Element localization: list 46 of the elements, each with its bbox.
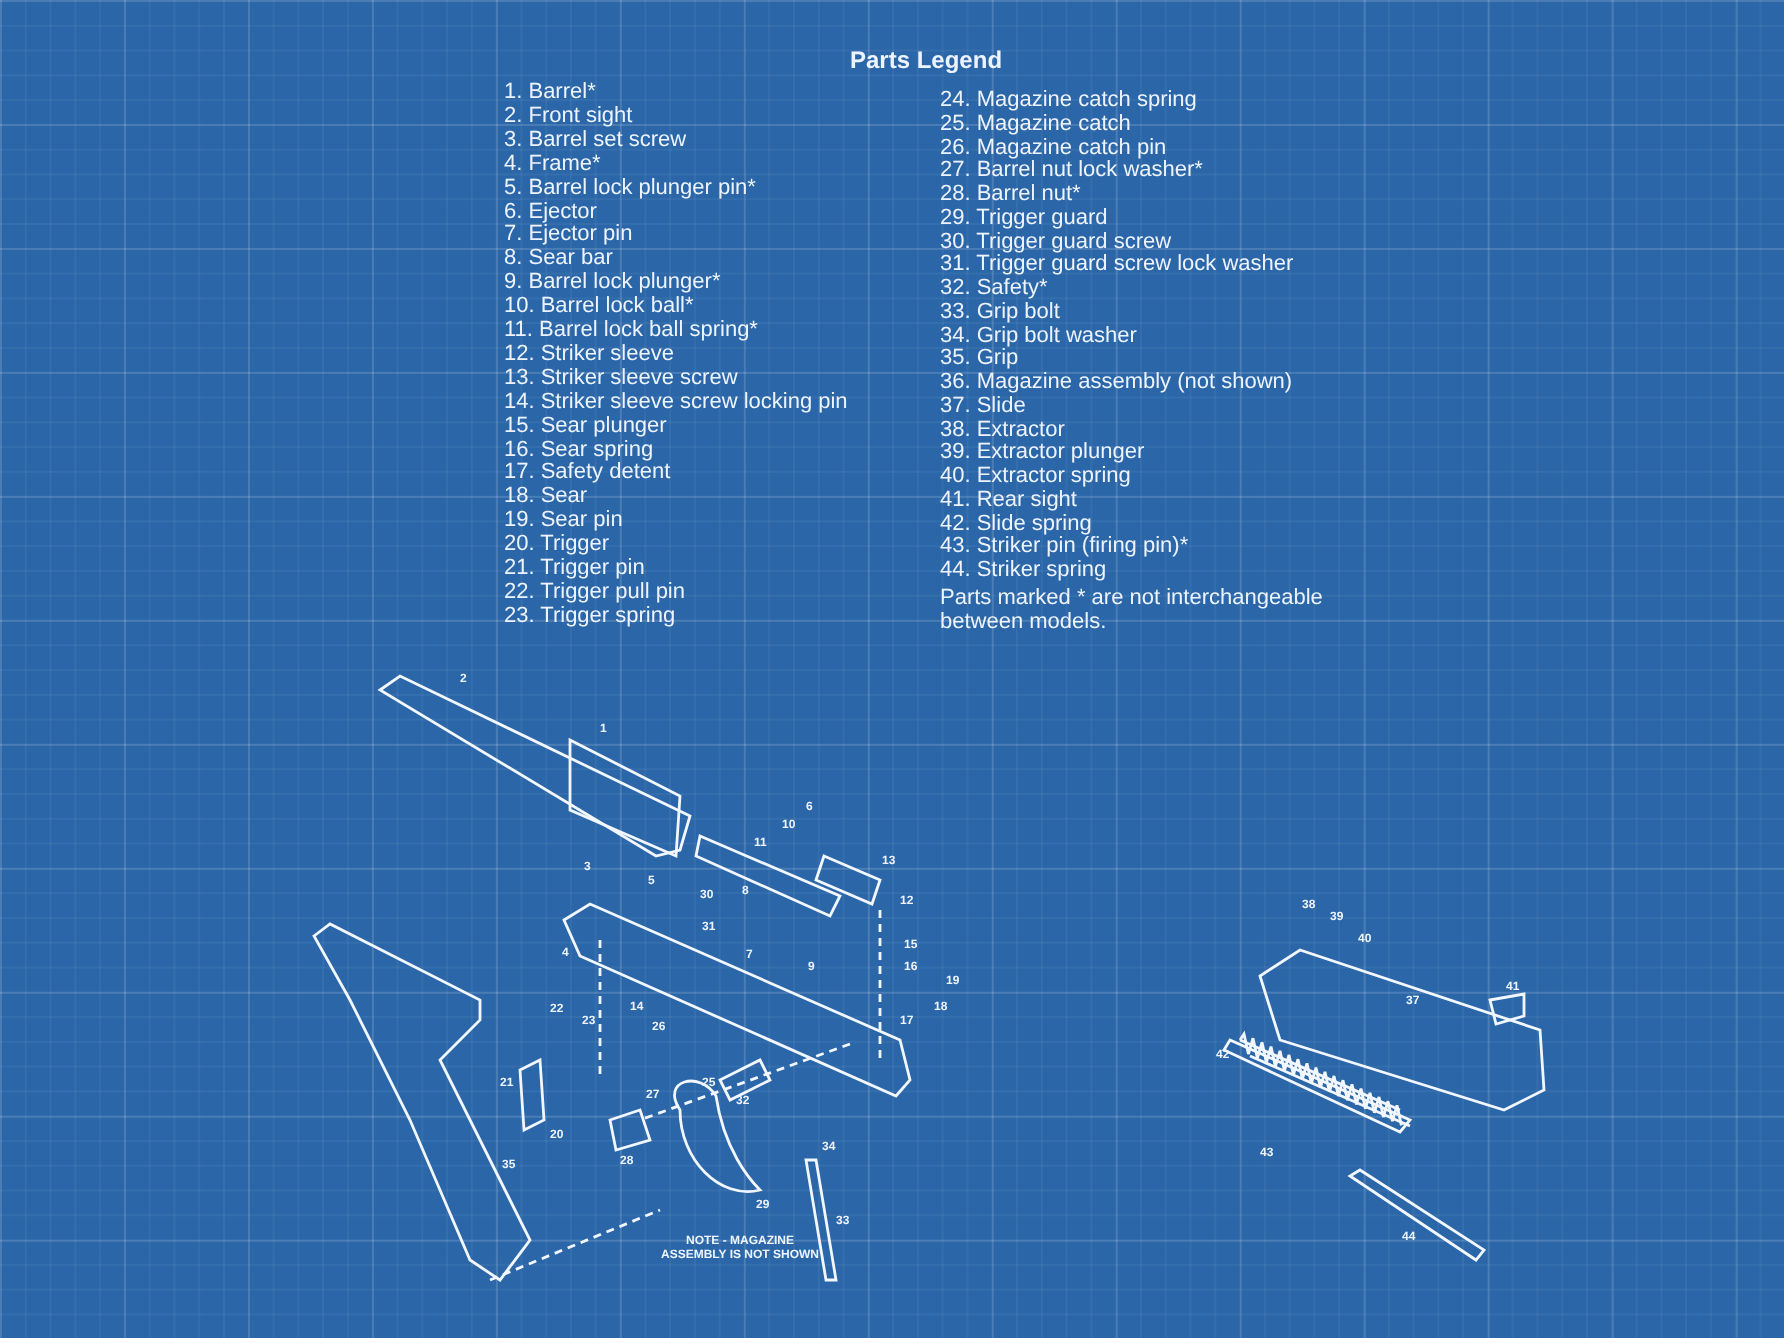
parts-list-entry: 18. Sear [504, 484, 588, 509]
parts-list-entry: 41. Rear sight [940, 487, 1077, 512]
parts-list-entry: 14. Striker sleeve screw locking pin [504, 389, 848, 414]
parts-list-entry: 19. Sear pin [504, 508, 623, 533]
parts-list-entry: 40. Extractor spring [940, 464, 1131, 488]
parts-list-entry: 7. Ejector pin [504, 222, 633, 247]
parts-list-entry: 3. Barrel set screw [504, 127, 687, 152]
parts-list-entry: 22. Trigger pull pin [504, 579, 685, 604]
parts-list-entry: 11. Barrel lock ball spring* [504, 318, 758, 342]
parts-list-entry: 25. Magazine catch [940, 111, 1131, 136]
parts-list-entry: 29. Trigger guard [940, 205, 1108, 230]
parts-list-entry: 30. Trigger guard screw [940, 229, 1172, 253]
parts-list-entry: 33. Grip bolt [940, 299, 1060, 324]
parts-list-entry: 39. Extractor plunger [940, 440, 1145, 465]
parts-list-entry: 5. Barrel lock plunger pin* [504, 175, 756, 200]
parts-list-entry: 6. Ejector [504, 199, 597, 223]
parts-list-entry: 31. Trigger guard screw lock washer [940, 252, 1294, 277]
parts-list-entry: 21. Trigger pin [504, 556, 645, 580]
parts-list-entry: 35. Grip [940, 346, 1019, 371]
parts-list-entry: 42. Slide spring [940, 511, 1092, 535]
parts-list-entry: 34. Grip bolt washer [940, 323, 1137, 347]
legend-title: Parts Legend [850, 48, 1003, 72]
parts-list-entry: 8. Sear bar [504, 246, 613, 271]
parts-list-entry: 2. Front sight [504, 103, 633, 128]
footnote: Parts marked * are not interchangeable between models. [940, 586, 1325, 634]
parts-list-entry: 17. Safety detent [504, 460, 671, 485]
parts-list-entry: 1. Barrel* [504, 80, 596, 104]
parts-list-entry: 43. Striker pin (firing pin)* [940, 534, 1189, 559]
parts-list-entry: 44. Striker spring [940, 558, 1107, 582]
parts-list-entry: 15. Sear plunger [504, 413, 667, 438]
parts-list-entry: 9. Barrel lock plunger* [504, 270, 721, 295]
parts-list-entry: 4. Frame* [504, 151, 601, 176]
parts-list-entry: 10. Barrel lock ball* [504, 294, 694, 319]
parts-list-entry: 27. Barrel nut lock washer* [940, 158, 1203, 183]
parts-list-entry: 32. Safety* [940, 276, 1048, 300]
parts-list-entry: 16. Sear spring [504, 437, 654, 461]
parts-list-entry: 20. Trigger [504, 532, 610, 557]
parts-list-entry: 37. Slide [940, 393, 1026, 418]
parts-list-entry: 12. Striker sleeve [504, 341, 674, 366]
parts-list-entry: 13. Striker sleeve screw [504, 365, 738, 390]
parts-list-entry: 24. Magazine catch spring [940, 88, 1197, 112]
parts-list-entry: 38. Extractor [940, 417, 1065, 441]
parts-list-entry: 36. Magazine assembly (not shown) [940, 370, 1293, 394]
parts-list-entry: 28. Barrel nut* [940, 182, 1081, 206]
parts-list-entry: 26. Magazine catch pin [940, 135, 1167, 159]
parts-list-entry: 23. Trigger spring [504, 603, 676, 628]
